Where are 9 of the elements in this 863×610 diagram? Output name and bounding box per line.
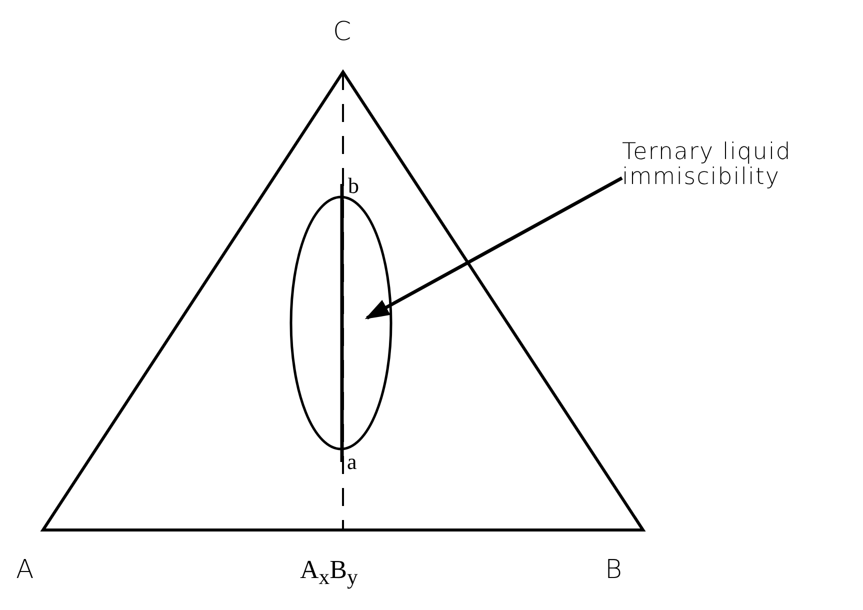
point-label: b [348, 174, 359, 198]
immiscibility-region [290, 196, 392, 450]
vertex-label: C [333, 18, 352, 47]
vertex-label: B [605, 556, 622, 585]
leader-arrow [364, 176, 623, 320]
compound-label: A$_{x}$B$_{y}$ [300, 556, 358, 590]
annotation-text: Ternary liquid immiscibility [622, 140, 792, 191]
point-label: a [347, 450, 357, 474]
vertex-label: A [16, 556, 34, 585]
